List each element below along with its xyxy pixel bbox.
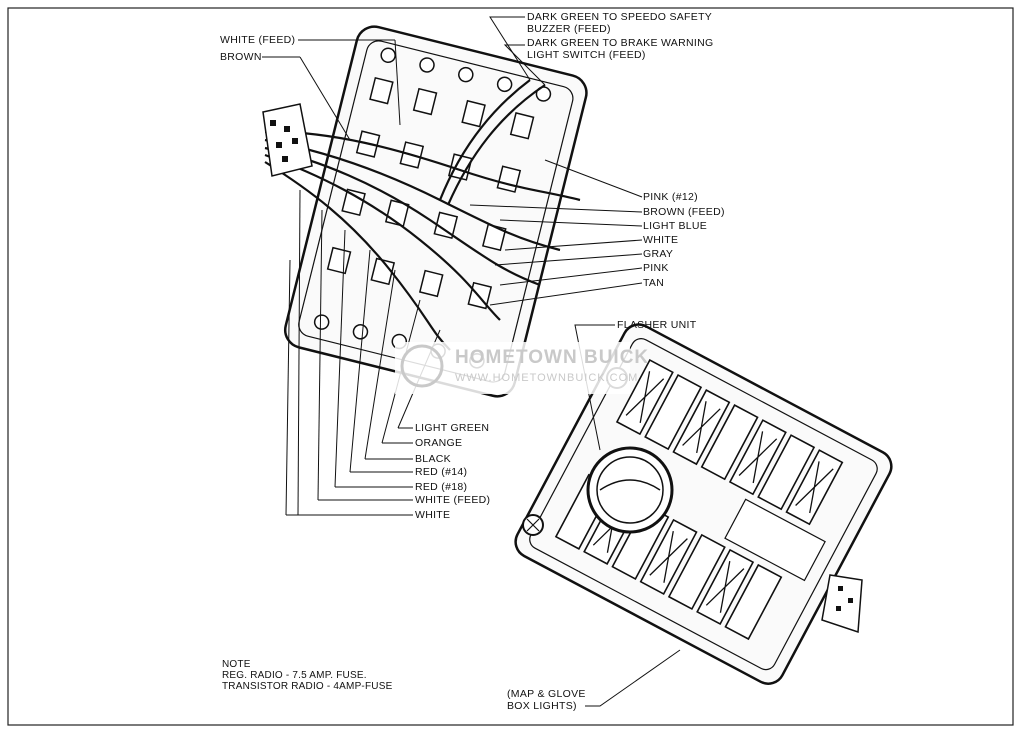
rear-fuse-block <box>262 25 588 398</box>
label-map-glove-1: (MAP & GLOVE <box>507 688 586 700</box>
watermark-name: HOMETOWN BUICK <box>455 347 650 368</box>
label-brown-top: BROWN <box>220 51 262 63</box>
label-map-glove-2: BOX LIGHTS) <box>507 700 577 712</box>
label-dark-green-speedo-2: BUZZER (FEED) <box>527 23 611 35</box>
note-line-1: REG. RADIO - 7.5 AMP. FUSE. <box>222 670 367 681</box>
label-white-feed-bottom: WHITE (FEED) <box>415 494 491 506</box>
label-dark-green-speedo-1: DARK GREEN TO SPEEDO SAFETY <box>527 11 713 23</box>
label-red-14: RED (#14) <box>415 466 468 478</box>
label-pink: PINK <box>643 262 669 274</box>
watermark-logo <box>395 342 630 394</box>
label-brown-feed: BROWN (FEED) <box>643 206 725 218</box>
label-orange: ORANGE <box>415 437 463 449</box>
leader-lines-right <box>574 324 681 707</box>
watermark-url: WWW.HOMETOWNBUICK.COM <box>455 372 639 384</box>
note-title: NOTE <box>222 659 251 670</box>
label-black: BLACK <box>415 453 451 465</box>
label-gray: GRAY <box>643 248 674 260</box>
note-line-2: TRANSISTOR RADIO - 4AMP-FUSE <box>222 681 393 692</box>
border <box>7 7 1014 726</box>
label-white-feed-top: WHITE (FEED) <box>220 34 296 46</box>
label-tan: TAN <box>643 277 665 289</box>
label-pink-12: PINK (#12) <box>643 191 698 203</box>
label-white-right: WHITE <box>643 234 679 246</box>
label-dark-green-brake-1: DARK GREEN TO BRAKE WARNING <box>527 37 714 49</box>
label-light-blue: LIGHT BLUE <box>643 220 708 232</box>
label-flasher-unit: FLASHER UNIT <box>617 319 697 331</box>
label-light-green: LIGHT GREEN <box>415 422 490 434</box>
front-fuse-panel <box>514 323 893 685</box>
label-dark-green-brake-2: LIGHT SWITCH (FEED) <box>527 49 646 61</box>
label-red-18: RED (#18) <box>415 481 468 493</box>
label-white-bottom: WHITE <box>415 509 451 521</box>
